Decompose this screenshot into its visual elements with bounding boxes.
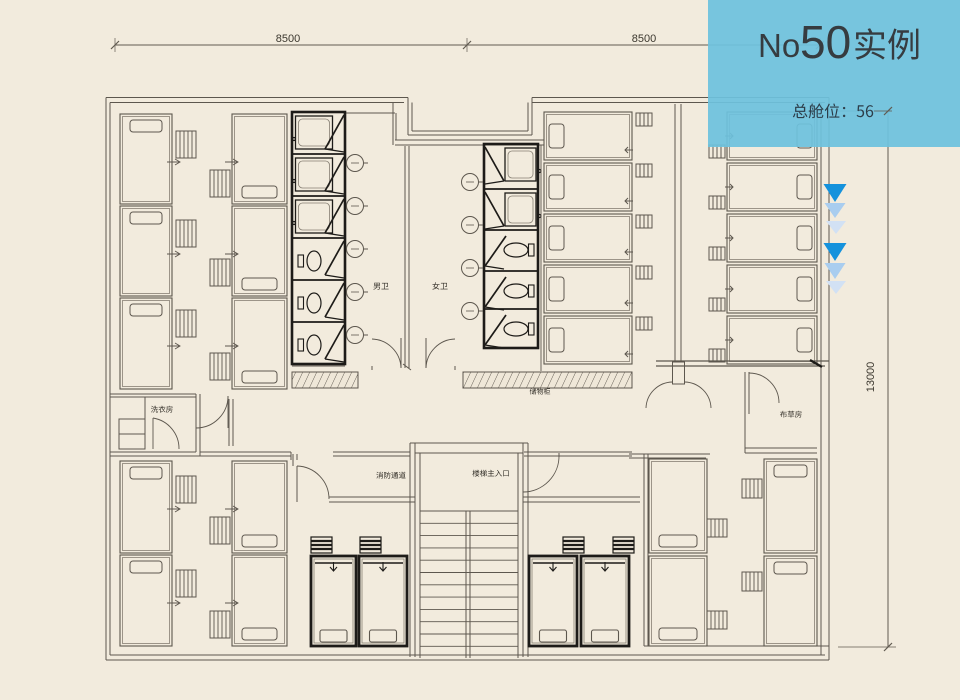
svg-text:8500: 8500: [276, 33, 300, 45]
svg-text:13000: 13000: [865, 362, 877, 393]
svg-text:8500: 8500: [632, 33, 656, 45]
svg-text:No: No: [758, 27, 800, 64]
svg-text:50: 50: [800, 16, 851, 68]
